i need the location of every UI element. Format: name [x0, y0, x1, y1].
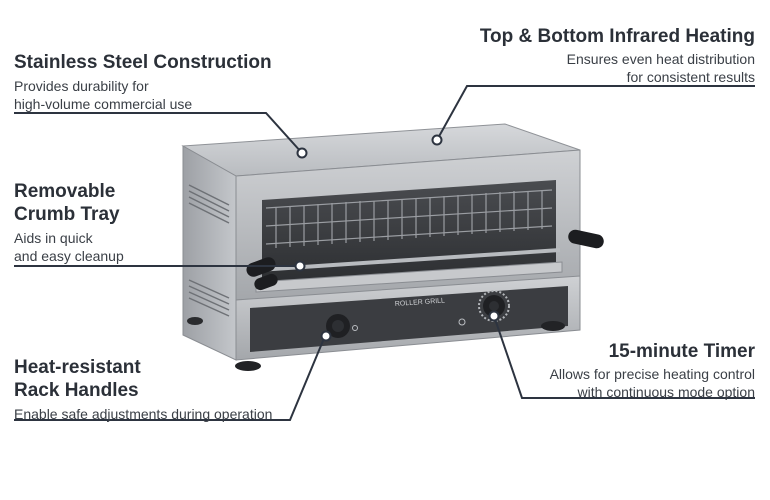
indicator-light — [458, 318, 466, 326]
callout-line-handles — [14, 335, 326, 421]
feature-title: Stainless Steel Construction — [14, 52, 272, 73]
feature-title: Removable Crumb Tray — [14, 181, 120, 225]
brand-label: ROLLER GRILL — [395, 298, 446, 308]
feature-rack-handles: Heat-resistant Rack Handles Enable safe … — [14, 356, 272, 423]
feature-title: 15-minute Timer — [608, 341, 755, 362]
callout-dot-handles — [320, 330, 332, 342]
callout-line-stainless — [14, 112, 303, 154]
feature-description: Aids in quick and easy cleanup — [14, 230, 124, 264]
feature-description: Allows for precise heating control with … — [549, 366, 755, 400]
feature-crumb-tray: Removable Crumb Tray Aids in quick and e… — [14, 180, 124, 265]
power-knob — [326, 314, 350, 338]
timer-knob — [478, 290, 510, 322]
callout-dot-timer — [488, 310, 500, 322]
feature-timer: 15-minute Timer Allows for precise heati… — [550, 340, 755, 401]
callout-dot-stainless — [296, 147, 308, 159]
wire-rack — [265, 189, 553, 248]
callout-lines — [14, 85, 755, 421]
side-vents — [188, 184, 230, 317]
feature-title: Heat-resistant Rack Handles — [14, 357, 141, 401]
crumb-tray — [255, 261, 563, 293]
foot-front-right — [541, 321, 565, 331]
feature-description: Provides durability for high-volume comm… — [14, 78, 193, 112]
callout-dots — [294, 134, 500, 342]
callout-line-timer — [493, 315, 755, 399]
feature-title: Top & Bottom Infrared Heating — [479, 26, 755, 47]
rack-handle-right — [568, 229, 604, 249]
oven-cavity — [262, 180, 556, 286]
feature-description: Ensures even heat distribution for consi… — [566, 51, 755, 85]
feature-description: Enable safe adjustments during operation — [14, 406, 273, 422]
foot-front-left — [235, 361, 261, 371]
feature-infrared-heating: Top & Bottom Infrared Heating Ensures ev… — [480, 25, 755, 86]
rack-front-bar — [257, 248, 561, 272]
callout-dot-infrared — [431, 134, 443, 146]
indicator-light-left — [352, 325, 358, 331]
feature-stainless-steel: Stainless Steel Construction Provides du… — [14, 51, 272, 113]
foot-back-left — [187, 317, 203, 325]
callout-dot-crumb — [294, 260, 306, 272]
oven-left-side-panel — [182, 145, 237, 361]
callout-line-infrared — [436, 85, 755, 141]
